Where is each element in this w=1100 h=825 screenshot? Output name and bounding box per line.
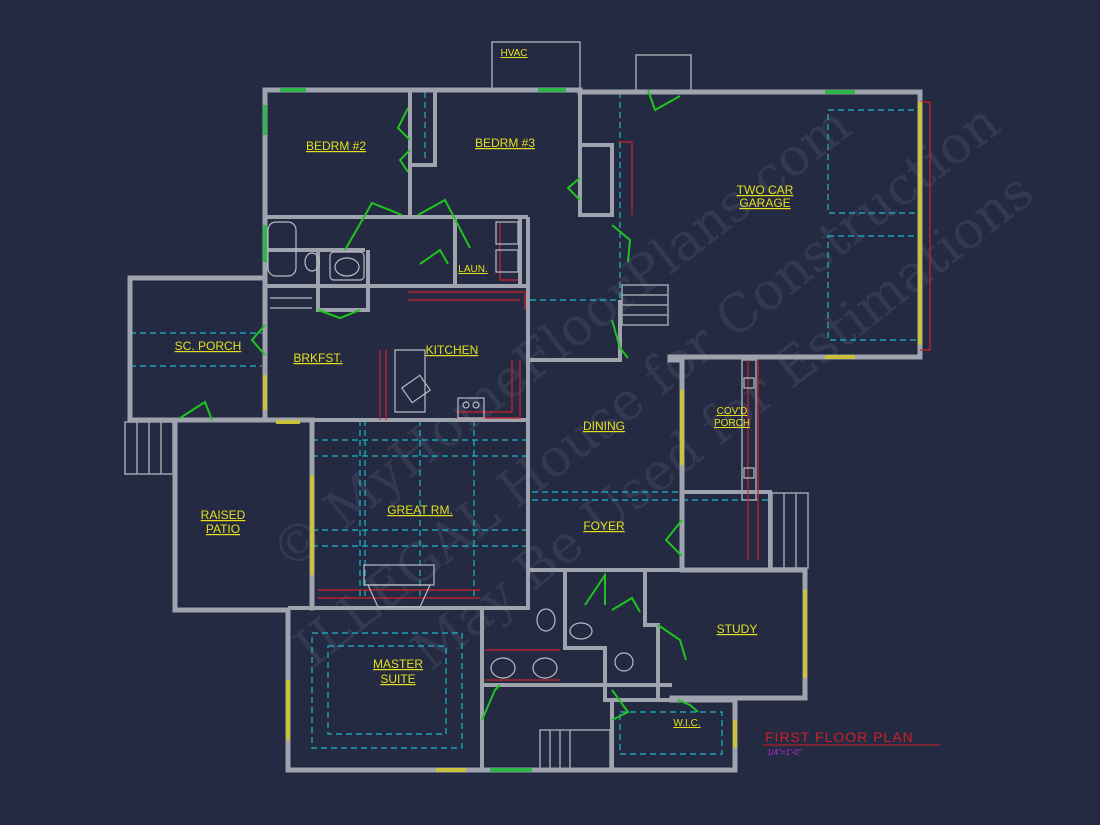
label-covered-porch-line2: PORCH bbox=[714, 418, 750, 429]
label-study: STUDY bbox=[717, 622, 758, 636]
label-dining: DINING bbox=[583, 419, 625, 433]
fixtures bbox=[267, 221, 755, 679]
interior-walls bbox=[265, 92, 772, 770]
label-screened-porch: SC. PORCH bbox=[175, 339, 242, 353]
label-hvac: HVAC bbox=[500, 48, 527, 59]
drawing-title-block: FIRST FLOOR PLAN 1/4"=1'-0" bbox=[763, 729, 940, 757]
exterior-details bbox=[124, 284, 809, 771]
label-foyer: FOYER bbox=[583, 519, 625, 533]
label-raised-patio-line2: PATIO bbox=[206, 522, 240, 536]
drawing-scale: 1/4"=1'-0" bbox=[767, 748, 802, 757]
label-breakfast: BRKFST. bbox=[293, 351, 342, 365]
label-bedroom-2: BEDRM #2 bbox=[306, 139, 366, 153]
windows bbox=[263, 88, 922, 772]
drawing-title: FIRST FLOOR PLAN bbox=[765, 729, 914, 745]
watermark-line-2: ILLEGAL House for Construction bbox=[284, 93, 1011, 679]
label-covered-porch-line1: COV'D bbox=[717, 406, 748, 417]
label-garage-line1: TWO CAR bbox=[737, 183, 794, 197]
label-raised-patio-line1: RAISED bbox=[201, 508, 246, 522]
label-great-room: GREAT RM. bbox=[387, 503, 453, 517]
label-master-line2: SUITE bbox=[380, 672, 415, 686]
doors bbox=[179, 89, 699, 721]
watermark: © MyHomeFloorPlans.com ILLEGAL House for… bbox=[260, 93, 1045, 683]
label-bedroom-3: BEDRM #3 bbox=[475, 136, 535, 150]
overhead-dash-lines bbox=[130, 92, 921, 755]
label-master-line1: MASTER bbox=[373, 657, 423, 671]
label-garage-line2: GARAGE bbox=[739, 196, 790, 210]
label-kitchen: KITCHEN bbox=[426, 343, 479, 357]
label-walk-in-closet: W.I.C. bbox=[673, 718, 700, 729]
room-labels: HVAC BEDRM #2 BEDRM #3 TWO CAR GARAGE LA… bbox=[175, 48, 794, 729]
label-laundry: LAUN. bbox=[458, 264, 487, 275]
